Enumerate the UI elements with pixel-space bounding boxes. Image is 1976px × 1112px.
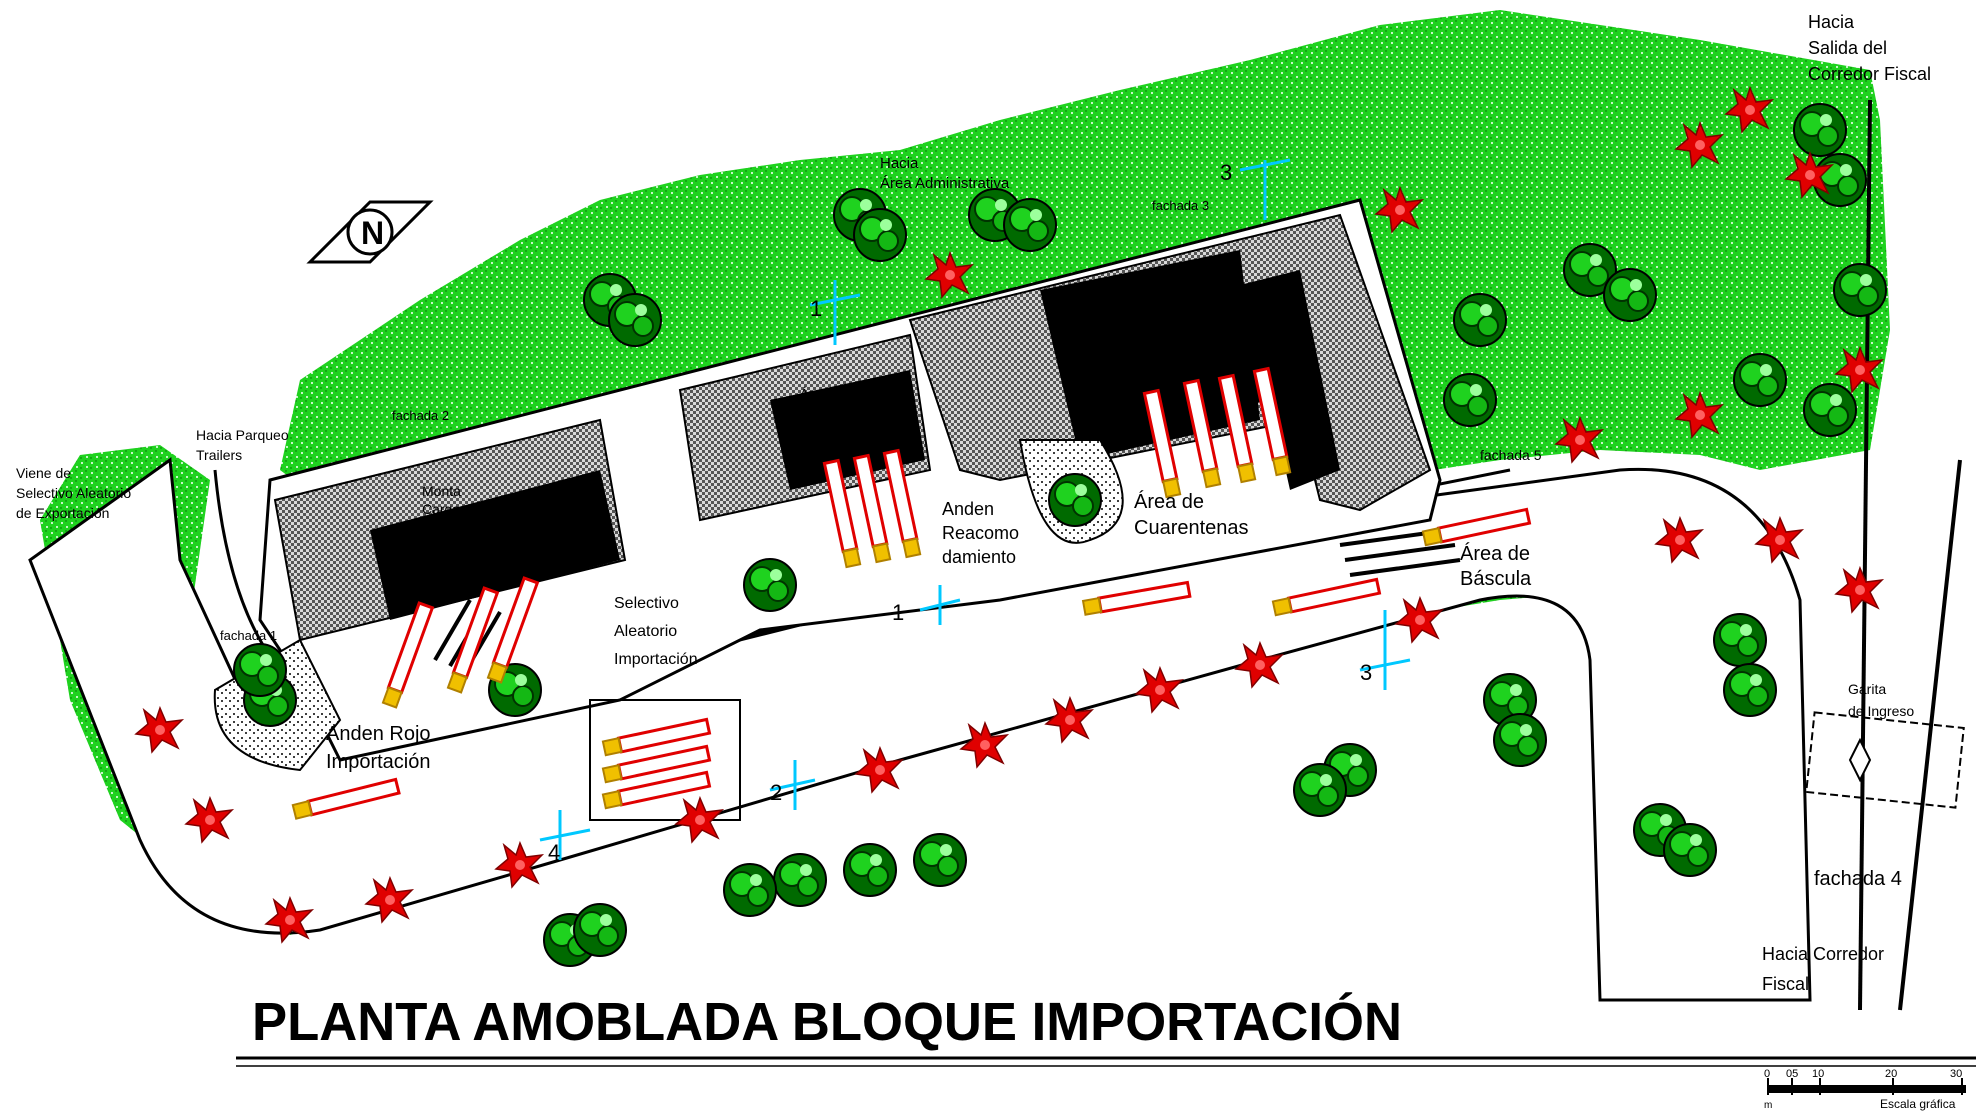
label-hacia-admin-2: Área Administrativa [880,175,1010,192]
scale-tick-05: 05 [1786,1068,1798,1080]
label-viene-de-1: Viene de [16,465,71,481]
scale-tick-20: 20 [1885,1068,1897,1080]
label-selectivo-2: Aleatorio [614,623,677,640]
label-hacia-salida-2: Salida del [1808,38,1887,58]
scale-tick-30: 30 [1950,1068,1962,1080]
label-hacia-salida-1: Hacia [1808,12,1855,32]
annotation-labels: Hacia Salida del Corredor Fiscal Hacia Á… [16,12,1931,994]
section-mark-3: 3 [1360,660,1372,685]
label-monta-cargas-2: Cargas [422,501,467,517]
label-anden-reacomo-1: Anden [942,499,994,519]
label-anden-reacomo-2: Reacomo [942,523,1019,543]
section-mark-1: 1 [892,600,904,625]
label-area-carga-2: Carga / [800,404,843,419]
scale-tick-0: 0 [1764,1068,1770,1080]
label-viene-de-2: Selectivo Aleatorio [16,485,131,501]
label-garita-2: de Ingreso [1848,703,1914,719]
parking-stalls [589,699,741,821]
section-mark-2: 2 [770,780,782,805]
section-mark-3b: 3 [1220,160,1232,185]
north-symbol: N [361,215,384,251]
label-hacia-corredor-2: Fiscal [1762,974,1809,994]
label-selectivo-3: Importación [614,651,698,668]
label-bascula-1: Área de [1460,542,1530,565]
label-cuarentenas-2: Cuarentenas [1134,517,1249,539]
label-monta-cargas-1: Monta [422,483,461,499]
label-viene-de-3: de Exportación [16,505,109,521]
label-cuarentenas-1: Área de [1134,490,1204,513]
label-area-carga-1: Área de [800,386,846,401]
label-hacia-corredor-1: Hacia Corredor [1762,944,1884,964]
plan-title: PLANTA AMOBLADA BLOQUE IMPORTACIÓN [252,992,1402,1052]
scale-bar: 0 05 10 20 30 m Escala gráfica [1764,1068,1966,1111]
label-anden-rojo-1: Anden Rojo [326,723,431,745]
label-anden-rojo-2: Importación [326,751,431,773]
scale-unit: m [1764,1100,1772,1111]
label-hacia-salida-3: Corredor Fiscal [1808,64,1931,84]
label-hacia-admin-1: Hacia [880,155,919,172]
section-mark-4: 4 [548,840,560,865]
label-garita-1: Garita [1848,681,1886,697]
scale-tick-10: 10 [1812,1068,1824,1080]
label-area-carga-3: Descarga [800,422,856,437]
label-selectivo-1: Selectivo [614,595,679,612]
label-hacia-parqueo-1: Hacia Parqueo [196,427,289,443]
label-hacia-parqueo-2: Trailers [196,447,242,463]
label-fachada-4: fachada 4 [1814,868,1902,890]
label-fachada-5: fachada 5 [1480,447,1542,463]
section-mark-1b: 1 [810,296,822,321]
label-anden-reacomo-3: damiento [942,547,1016,567]
label-fachada-1: fachada 1 [220,628,277,643]
label-fachada-3: fachada 3 [1152,198,1209,213]
north-arrow-icon: N [306,200,434,264]
label-fachada-2: fachada 2 [392,408,449,423]
section-markers: 1 2 3 4 1 3 [539,158,1411,865]
entrance-gate [1805,711,1965,809]
scale-caption: Escala gráfica [1880,1097,1956,1111]
label-bascula-2: Báscula [1460,568,1532,590]
